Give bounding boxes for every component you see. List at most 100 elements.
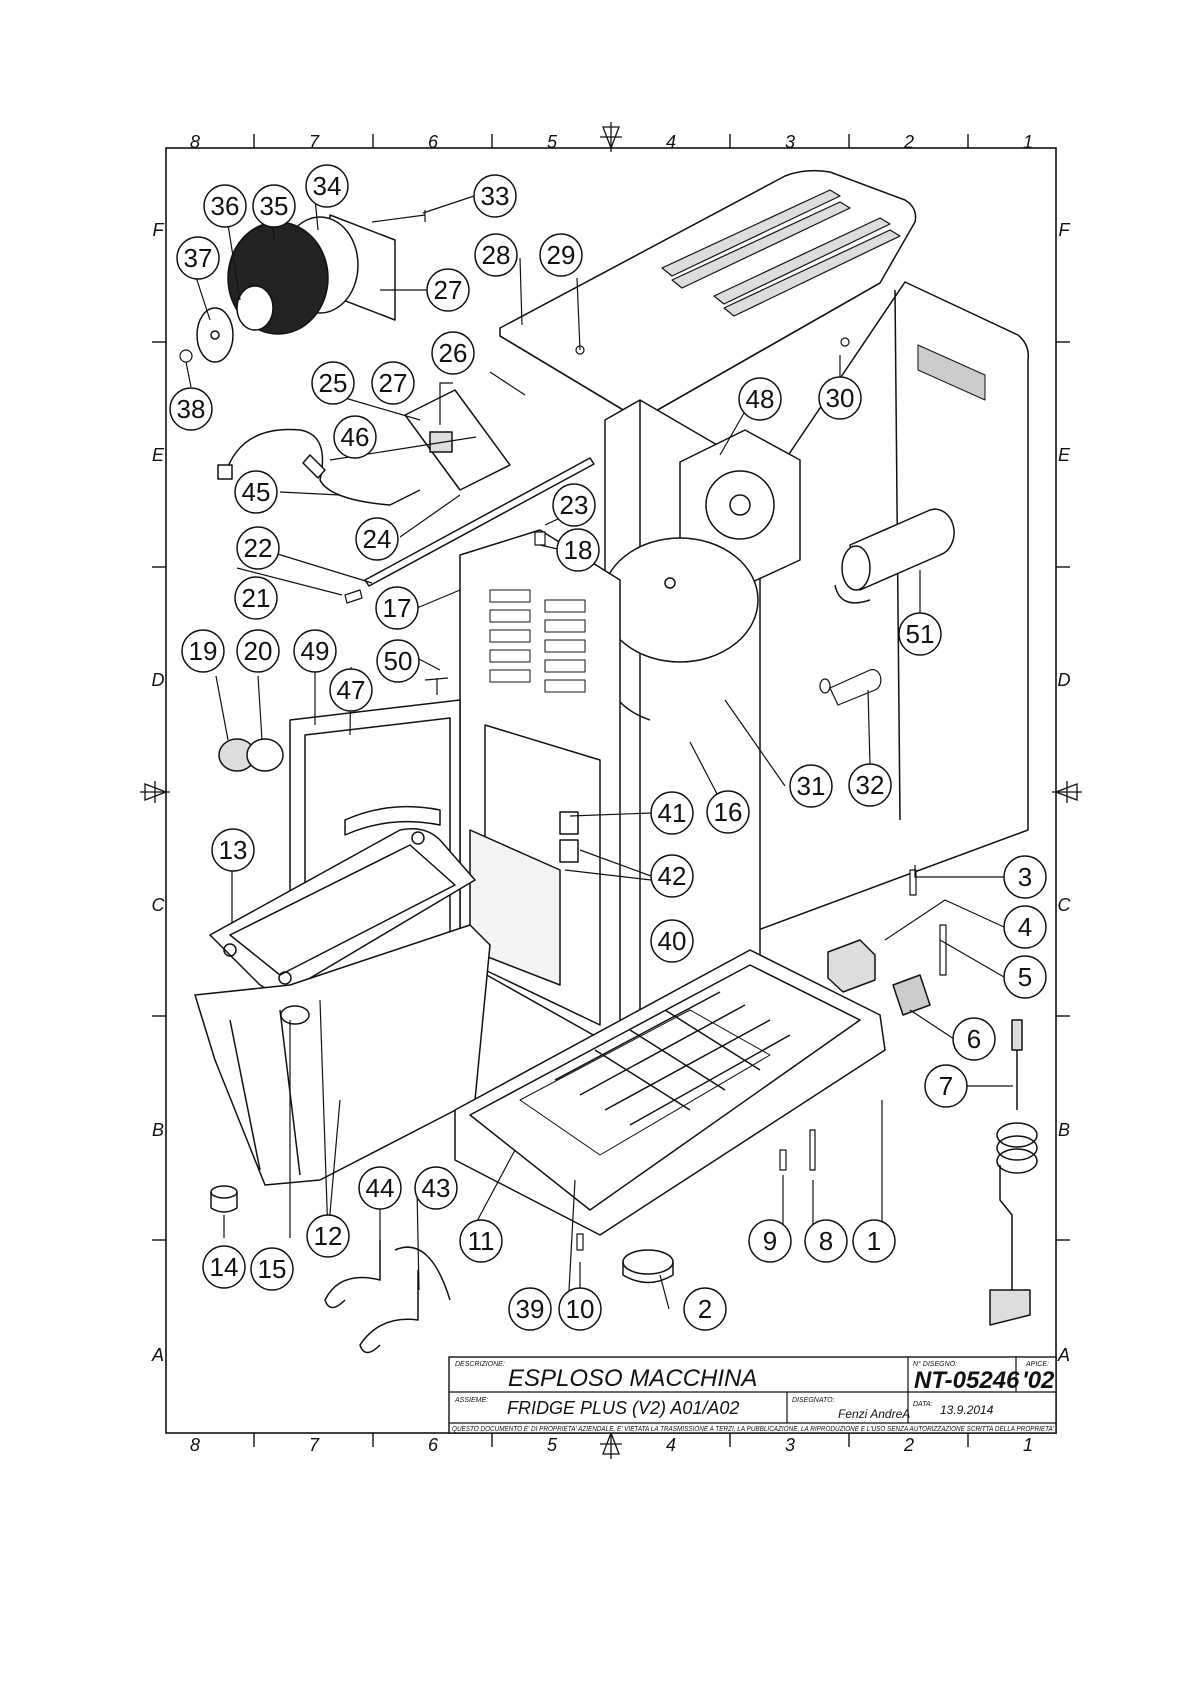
parts-line-art — [179, 169, 1038, 1354]
title-block: DESCRIZIONE: ESPLOSO MACCHINA ASSIEME: F… — [448, 1356, 1057, 1434]
callout-16: 16 — [714, 797, 743, 827]
balloon-15 — [250, 1247, 294, 1291]
grid-right-labels: F E D C B A — [1057, 220, 1072, 1365]
logo-badge — [218, 738, 284, 772]
balloon-33 — [473, 174, 517, 218]
grid-row-B-right: B — [1058, 1120, 1070, 1140]
callout-1: 1 — [867, 1226, 881, 1256]
callout-28: 28 — [482, 240, 511, 270]
drawing-number: NT-05246 — [914, 1367, 1020, 1394]
balloon-43 — [414, 1166, 458, 1210]
callout-33: 33 — [481, 181, 510, 211]
balloon-21 — [234, 576, 278, 620]
balloon-4 — [1003, 905, 1047, 949]
balloon-37 — [176, 236, 220, 280]
balloon-29 — [539, 233, 583, 277]
balloon-28 — [474, 233, 518, 277]
drawing-description: ESPLOSO MACCHINA — [508, 1365, 757, 1392]
balloon-31 — [789, 764, 833, 808]
balloon-10 — [558, 1287, 602, 1331]
frame-ticks — [152, 134, 1070, 1447]
callout-25: 25 — [319, 368, 348, 398]
n-disegno-label: N° DISEGNO: — [913, 1360, 957, 1368]
callout-18: 18 — [564, 535, 593, 565]
callout-8: 8 — [819, 1226, 833, 1256]
right-side-panel — [757, 281, 1030, 931]
balloon-26 — [431, 331, 475, 375]
callout-27b: 27 — [379, 368, 408, 398]
callout-50: 50 — [384, 646, 413, 676]
power-cord — [989, 1019, 1038, 1326]
ownership-disclaimer: QUESTO DOCUMENTO E' DI PROPRIETA' AZIEND… — [452, 1426, 1055, 1433]
callout-14: 14 — [210, 1252, 239, 1282]
callout-9: 9 — [763, 1226, 777, 1256]
callout-3: 3 — [1018, 862, 1032, 892]
balloon-16 — [706, 790, 750, 834]
grid-row-A-left: A — [151, 1345, 164, 1365]
foot — [622, 1249, 674, 1284]
switch — [827, 939, 876, 993]
balloon-25 — [311, 361, 355, 405]
balloon-49 — [293, 629, 337, 673]
callout-36: 36 — [211, 191, 240, 221]
callout-7: 7 — [939, 1071, 953, 1101]
drawing-date: 13.9.2014 — [940, 1403, 994, 1417]
grid-row-C-right: C — [1058, 895, 1072, 915]
balloon-19 — [181, 629, 225, 673]
balloon-46 — [333, 415, 377, 459]
base-tray — [454, 949, 886, 1236]
balloon-1 — [852, 1219, 896, 1263]
balloon-30 — [818, 376, 862, 420]
grid-bottom-labels: 8 7 6 5 4 3 2 1 — [190, 1435, 1033, 1455]
disegnato-label: DISEGNATO: — [792, 1397, 835, 1404]
capacitor — [834, 508, 955, 604]
grid-col-2-bottom: 2 — [903, 1435, 914, 1455]
balloon-20 — [236, 629, 280, 673]
callout-45: 45 — [242, 477, 271, 507]
callout-21: 21 — [242, 583, 271, 613]
callout-15: 15 — [258, 1254, 287, 1284]
callout-41: 41 — [658, 798, 687, 828]
balloon-11 — [459, 1219, 503, 1263]
grid-row-F-right: F — [1059, 220, 1071, 240]
apice-label: APICE: — [1025, 1361, 1049, 1368]
callout-4: 4 — [1018, 912, 1032, 942]
grid-col-8-top: 8 — [190, 132, 200, 152]
balloon-27b — [371, 361, 415, 405]
callout-42: 42 — [658, 861, 687, 891]
knob-14 — [210, 1185, 238, 1213]
grid-col-6-bottom: 6 — [428, 1435, 439, 1455]
balloon-44 — [358, 1166, 402, 1210]
center-markers — [140, 122, 1082, 1459]
grid-col-4-top: 4 — [666, 132, 676, 152]
balloon-40 — [650, 919, 694, 963]
data-label: DATA: — [913, 1401, 933, 1408]
front-panel — [459, 529, 621, 1051]
callout-26: 26 — [439, 338, 468, 368]
balloon-51 — [898, 612, 942, 656]
balloon-8 — [804, 1219, 848, 1263]
callout-24: 24 — [363, 524, 392, 554]
callout-46: 46 — [341, 422, 370, 452]
balloon-41 — [650, 791, 694, 835]
descrizione-label: DESCRIZIONE: — [455, 1361, 505, 1368]
grid-col-6-top: 6 — [428, 132, 439, 152]
grid-row-A-right: A — [1057, 1345, 1070, 1365]
callout-35: 35 — [260, 191, 289, 221]
balloon-42 — [650, 854, 694, 898]
grid-col-7-bottom: 7 — [309, 1435, 320, 1455]
grid-row-F-left: F — [153, 220, 165, 240]
balloon-39 — [508, 1287, 552, 1331]
callout-6: 6 — [967, 1024, 981, 1054]
grid-col-7-top: 7 — [309, 132, 320, 152]
callout-22: 22 — [244, 533, 273, 563]
balloon-47 — [329, 668, 373, 712]
balloon-34 — [305, 164, 349, 208]
callout-40: 40 — [658, 926, 687, 956]
temperature-probes — [324, 1240, 451, 1354]
callout-13: 13 — [219, 835, 248, 865]
revision: '02 — [1022, 1367, 1055, 1394]
callout-32: 32 — [856, 770, 885, 800]
gear-motor-assembly — [196, 214, 396, 363]
